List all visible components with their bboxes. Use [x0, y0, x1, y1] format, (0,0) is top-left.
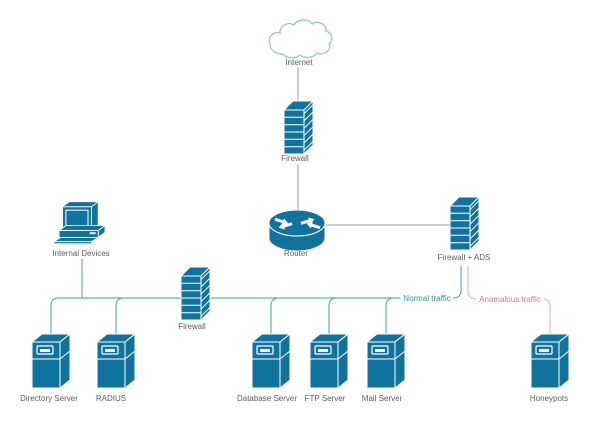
perimeter-firewall-icon	[283, 100, 314, 155]
ftp-server-label: FTP Server	[304, 394, 346, 403]
honeypots-label: Honeypots	[529, 394, 569, 403]
internal-firewall-icon	[180, 266, 211, 321]
anomalous-traffic-text: Anomalous traffic	[476, 295, 544, 304]
router-label: Router	[283, 249, 309, 258]
router-icon	[268, 209, 326, 252]
normal-traffic-edge-label: Normal traffic	[400, 294, 454, 303]
internal-devices-computer-icon	[53, 201, 106, 245]
database-server-icon	[251, 333, 291, 389]
mail-server-label: Mail Server	[361, 394, 403, 403]
directory-server-label: Directory Server	[20, 394, 78, 403]
database-server-label: Database Server	[236, 394, 298, 403]
edge-normal-traffic-main	[50, 266, 462, 336]
firewall-ads-icon	[449, 196, 480, 251]
internet-cloud-icon	[268, 19, 333, 59]
edge-branch-mail-server	[385, 297, 394, 336]
edge-branch-radius	[115, 297, 124, 336]
directory-server-icon	[31, 333, 71, 389]
normal-traffic-text: Normal traffic	[400, 294, 454, 303]
edge-branch-database-server	[270, 297, 279, 336]
mail-server-icon	[366, 333, 406, 389]
edge-branch-ftp-server	[328, 297, 337, 336]
radius-server-icon	[96, 333, 136, 389]
anomalous-traffic-edge-label: Anomalous traffic	[476, 295, 544, 304]
ftp-server-icon	[309, 333, 349, 389]
internal-devices-label: Internal Devices	[52, 249, 110, 258]
honeypots-server-icon	[530, 333, 570, 389]
firewall-ads-label: Firewall + ADS	[437, 253, 491, 262]
perimeter-firewall-label: Firewall	[281, 154, 309, 163]
internal-firewall-label: Firewall	[178, 322, 206, 331]
internet-label: Internet	[285, 58, 313, 67]
radius-label: RADIUS	[95, 394, 127, 403]
